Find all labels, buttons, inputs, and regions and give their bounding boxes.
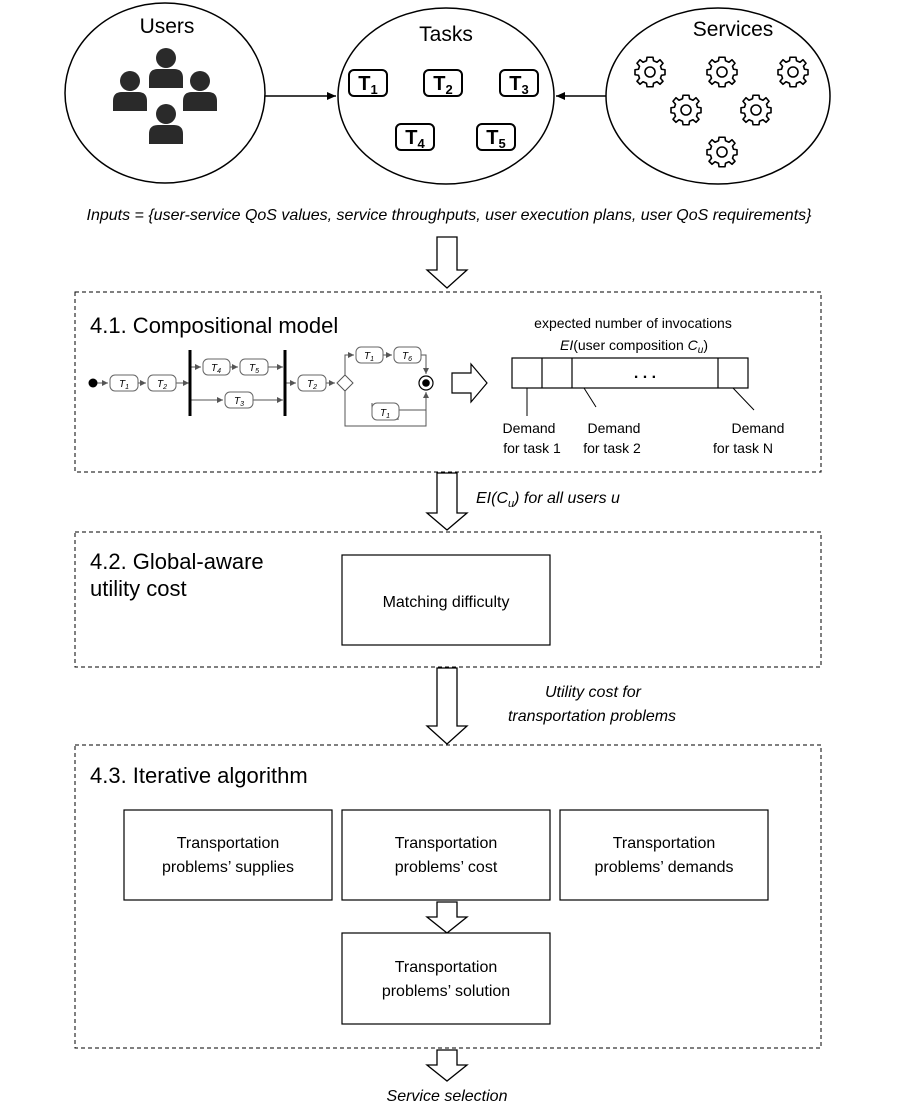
workflow-task-t1: T1 bbox=[109, 374, 139, 392]
svg-text:T1: T1 bbox=[380, 408, 390, 420]
task-node-5: T5 bbox=[476, 123, 516, 151]
svg-text:T4: T4 bbox=[405, 127, 425, 151]
tasks-group: Tasks T1 T2 T3 T4 T5 bbox=[337, 7, 555, 185]
svg-text:T6: T6 bbox=[402, 351, 412, 363]
users-group: Users bbox=[64, 2, 266, 184]
svg-text:T2: T2 bbox=[433, 73, 452, 97]
demand-vector: . . . bbox=[511, 357, 749, 389]
workflow-task-t6: T6 bbox=[393, 346, 422, 364]
cost-box bbox=[341, 809, 551, 901]
demand-2-leader bbox=[583, 387, 597, 408]
ei-for-all-users-label: EI(Cu) for all users u bbox=[476, 490, 620, 510]
workflow-start-node bbox=[88, 378, 98, 388]
block-arrow-ei bbox=[425, 472, 469, 531]
solution-box bbox=[341, 932, 551, 1025]
supplies-box bbox=[123, 809, 333, 901]
block-arrow-to-solution bbox=[425, 901, 469, 934]
section-title-4-3: 4.3. Iterative algorithm bbox=[90, 763, 308, 788]
workflow-decision-node bbox=[336, 374, 354, 392]
services-label: Services bbox=[693, 18, 774, 41]
block-arrow-to-vector bbox=[451, 362, 488, 404]
svg-text:T2: T2 bbox=[157, 379, 167, 391]
task-node-4: T4 bbox=[395, 123, 435, 151]
section-title-4-1: 4.1. Compositional model bbox=[90, 313, 338, 338]
section-compositional-model: 4.1. Compositional model bbox=[74, 291, 822, 473]
workflow-task-t1-loop: T1 bbox=[371, 402, 400, 421]
workflow-task-t5: T5 bbox=[239, 358, 269, 376]
demands-box bbox=[559, 809, 769, 901]
workflow-task-t3: T3 bbox=[224, 391, 254, 409]
services-group: Services bbox=[605, 7, 831, 185]
workflow-task-t2-second: T2 bbox=[297, 374, 327, 392]
svg-text:T5: T5 bbox=[249, 363, 259, 375]
users-label: Users bbox=[140, 15, 195, 38]
workflow-end-node bbox=[418, 375, 434, 391]
task-node-1: T1 bbox=[348, 69, 388, 97]
block-arrow-utility-cost bbox=[425, 667, 469, 745]
service-selection-label: Service selection bbox=[387, 1088, 508, 1105]
users-icon bbox=[113, 48, 217, 148]
svg-text:T1: T1 bbox=[364, 351, 374, 363]
block-arrow-output bbox=[425, 1049, 469, 1082]
block-arrow-inputs bbox=[425, 236, 469, 289]
workflow-task-t1-branch: T1 bbox=[355, 346, 384, 364]
tasks-label: Tasks bbox=[419, 23, 473, 46]
svg-text:T2: T2 bbox=[307, 379, 317, 391]
svg-text:T1: T1 bbox=[119, 379, 129, 391]
demand-n-leader bbox=[732, 387, 755, 411]
svg-text:T5: T5 bbox=[486, 127, 505, 151]
svg-text:T1: T1 bbox=[358, 73, 377, 97]
matching-difficulty-label: Matching difficulty bbox=[383, 594, 510, 611]
inputs-text: Inputs = {user-service QoS values, servi… bbox=[87, 207, 813, 224]
vector-caption-line1: expected number of invocations bbox=[534, 315, 732, 331]
svg-text:T4: T4 bbox=[211, 363, 221, 375]
matching-difficulty-box bbox=[341, 554, 551, 646]
task-node-2: T2 bbox=[423, 69, 463, 97]
vector-ellipsis: . . . bbox=[634, 365, 656, 382]
svg-text:T3: T3 bbox=[234, 396, 244, 408]
task-node-3: T3 bbox=[499, 69, 539, 97]
workflow-task-t2: T2 bbox=[147, 374, 177, 392]
workflow-task-t4: T4 bbox=[202, 358, 231, 376]
vector-caption-line2: EI(user composition Cu) bbox=[560, 337, 708, 356]
svg-text:T3: T3 bbox=[509, 73, 528, 97]
